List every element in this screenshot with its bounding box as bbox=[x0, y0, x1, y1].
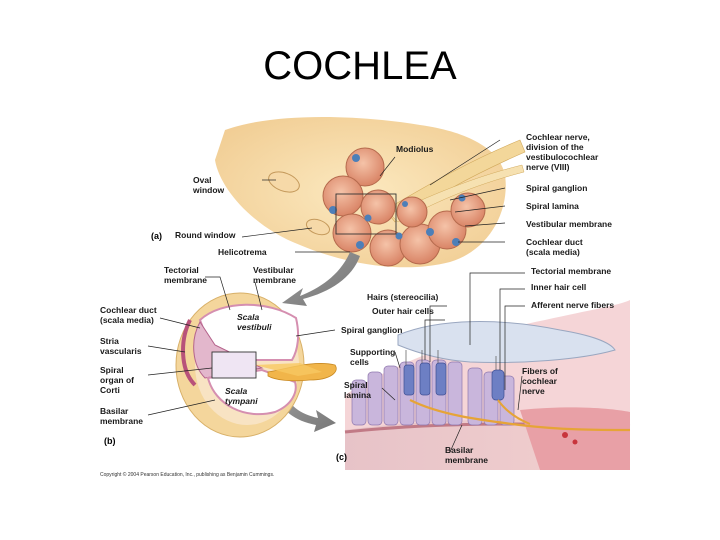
round-window bbox=[305, 218, 331, 236]
label-fibers-2: cochlear bbox=[522, 376, 558, 386]
label-cochlear-duct-b-2: (scala media) bbox=[100, 315, 154, 325]
label-scala-tympani-1: Scala bbox=[225, 386, 247, 396]
label-supporting-2: cells bbox=[350, 357, 369, 367]
label-scala-tympani-2: tympani bbox=[225, 396, 258, 406]
label-outer-hair-cells: Outer hair cells bbox=[372, 306, 434, 316]
label-oval-window-1: Oval bbox=[193, 175, 211, 185]
label-basilar-c-2: membrane bbox=[445, 455, 488, 465]
label-scala-vestibuli-1: Scala bbox=[237, 312, 259, 322]
label-supporting-1: Supporting bbox=[350, 347, 395, 357]
panel-label-c: (c) bbox=[336, 452, 347, 462]
label-stria-1: Stria bbox=[100, 336, 119, 346]
leader-lines bbox=[147, 139, 525, 453]
tectorial-membrane-c bbox=[397, 321, 616, 363]
label-cochlear-nerve-3: vestibulocochlear bbox=[526, 152, 599, 162]
label-cochlear-duct-a-1: Cochlear duct bbox=[526, 237, 583, 247]
label-spiral-ganglion-a: Spiral ganglion bbox=[526, 183, 587, 193]
label-basilar-b-1: Basilar bbox=[100, 406, 129, 416]
label-tectorial-b-1: Tectorial bbox=[164, 265, 199, 275]
zoom-box-a bbox=[335, 193, 397, 235]
label-basilar-c-1: Basilar bbox=[445, 445, 474, 455]
label-fibers-1: Fibers of bbox=[522, 366, 558, 376]
label-spiral-lamina-a: Spiral lamina bbox=[526, 201, 579, 211]
label-cochlear-duct-b-1: Cochlear duct bbox=[100, 305, 157, 315]
label-tectorial-c: Tectorial membrane bbox=[531, 266, 611, 276]
label-fibers-3: nerve bbox=[522, 386, 545, 396]
label-modiolus: Modiolus bbox=[396, 144, 434, 154]
label-vestibular-b-1: Vestibular bbox=[253, 265, 294, 275]
arrow-b-to-c bbox=[277, 392, 336, 432]
label-round-window: Round window bbox=[175, 230, 236, 240]
label-inner-hair-cell: Inner hair cell bbox=[531, 282, 586, 292]
panel-c-organ-of-corti bbox=[344, 300, 631, 470]
label-spiral-organ-1: Spiral bbox=[100, 365, 124, 375]
label-stria-2: vascularis bbox=[100, 346, 142, 356]
label-afferent: Afferent nerve fibers bbox=[531, 300, 614, 310]
arrow-a-to-b bbox=[282, 252, 360, 306]
copyright-notice: Copyright © 2004 Pearson Education, Inc.… bbox=[100, 471, 274, 478]
oval-window bbox=[268, 171, 300, 193]
zoom-box-b bbox=[211, 351, 257, 379]
label-tectorial-b-2: membrane bbox=[164, 275, 207, 285]
label-cochlear-nerve-2: division of the bbox=[526, 142, 584, 152]
label-cochlear-nerve-4: nerve (VIII) bbox=[526, 162, 570, 172]
label-spiral-lamina-c-2: lamina bbox=[344, 390, 371, 400]
label-hairs: Hairs (stereocilia) bbox=[367, 292, 439, 302]
panel-a-cochlea-section bbox=[215, 116, 526, 268]
panel-label-b: (b) bbox=[104, 436, 116, 446]
label-cochlear-duct-a-2: (scala media) bbox=[526, 247, 580, 257]
panel-b-cross-section bbox=[175, 292, 337, 438]
page-title: COCHLEA bbox=[263, 44, 457, 88]
label-scala-vestibuli-2: vestibuli bbox=[237, 322, 272, 332]
panel-label-a: (a) bbox=[151, 231, 162, 241]
label-cochlear-nerve-1: Cochlear nerve, bbox=[526, 132, 590, 142]
label-spiral-lamina-c-1: Spiral bbox=[344, 380, 368, 390]
label-spiral-ganglion-c: Spiral ganglion bbox=[341, 325, 402, 335]
label-spiral-organ-3: Corti bbox=[100, 385, 120, 395]
label-vestibular-membrane-a: Vestibular membrane bbox=[526, 219, 612, 229]
label-helicotrema: Helicotrema bbox=[218, 247, 267, 257]
cochlear-turns bbox=[322, 147, 486, 267]
label-oval-window-2: window bbox=[192, 185, 225, 195]
label-spiral-organ-2: organ of bbox=[100, 375, 134, 385]
label-vestibular-b-2: membrane bbox=[253, 275, 296, 285]
label-basilar-b-2: membrane bbox=[100, 416, 143, 426]
